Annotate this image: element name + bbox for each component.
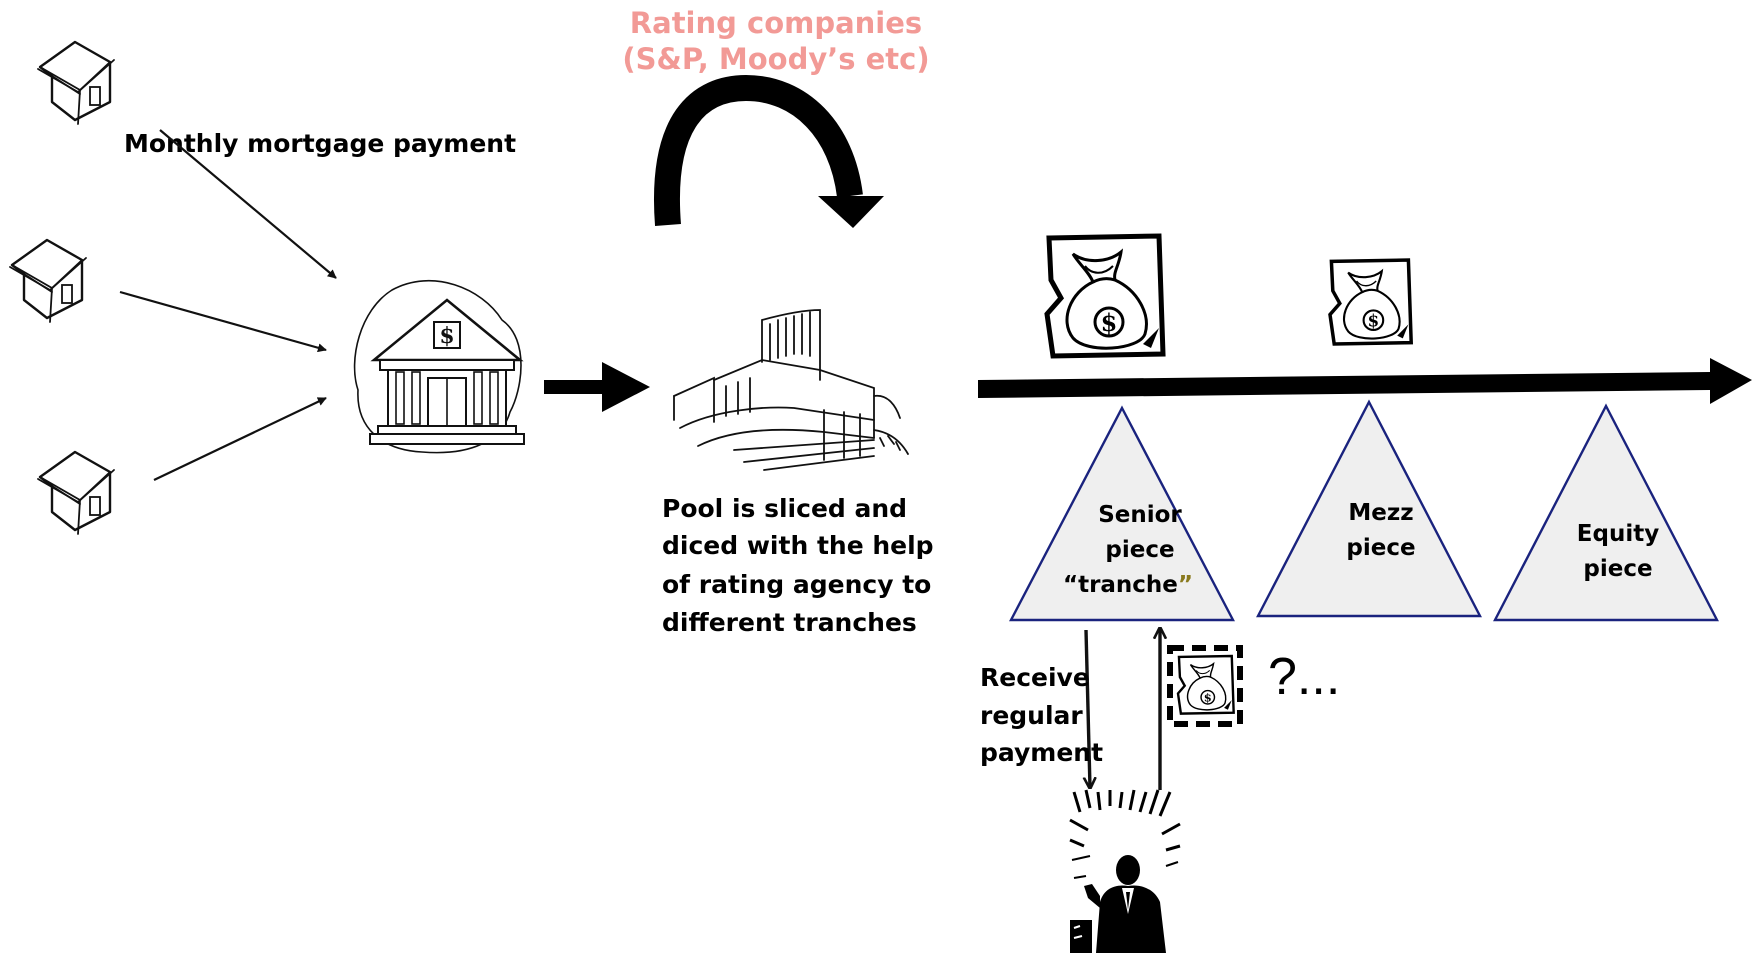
tranche-mezz: Mezz piece	[1256, 399, 1482, 618]
svg-text:piece: piece	[1346, 535, 1415, 561]
svg-text:of rating agency to: of rating agency to	[662, 570, 931, 599]
svg-text:payment: payment	[980, 738, 1103, 767]
svg-text:Senior: Senior	[1098, 502, 1182, 528]
pool-description: Pool is sliced and diced with the help o…	[662, 494, 934, 637]
investor-photo	[1069, 789, 1181, 953]
svg-text:Pool is sliced and: Pool is sliced and	[662, 494, 907, 523]
house-to-bank-arrow	[119, 290, 327, 353]
house-icon	[8, 238, 88, 324]
question-text: ?...	[1268, 648, 1340, 706]
rating-title-line: (S&P, Moody’s etc)	[622, 42, 929, 76]
timeline-arrow	[978, 358, 1752, 404]
svg-text:regular: regular	[980, 701, 1083, 730]
money-bag-icon	[1328, 258, 1413, 346]
rating-curved-arrowhead	[818, 196, 884, 228]
money-bag-icon	[1047, 236, 1163, 356]
svg-text:diced with the help: diced with the help	[662, 531, 934, 560]
svg-text:Mezz: Mezz	[1348, 500, 1413, 526]
house-to-bank-arrow	[153, 397, 327, 481]
rating-curved-arrow	[654, 74, 863, 226]
svg-text:Equity: Equity	[1577, 521, 1659, 547]
building-icon	[673, 309, 909, 471]
receive-payment-label: Receive regular payment	[980, 663, 1103, 767]
invested-money-icon	[1167, 645, 1243, 727]
svg-text:different tranches: different tranches	[662, 608, 917, 637]
svg-text:“tranche”: “tranche”	[1063, 572, 1193, 598]
rating-companies-title: Rating companies(S&P, Moody’s etc)	[622, 6, 929, 76]
svg-text:piece: piece	[1105, 537, 1174, 563]
tranche-senior: Senior piece “tranche”	[1009, 405, 1235, 622]
svg-text:piece: piece	[1583, 556, 1652, 582]
bank-icon: $	[353, 280, 525, 454]
receive-payment-arrow	[1086, 629, 1090, 788]
bank-to-pool-arrow	[544, 362, 650, 412]
svg-text:$: $	[439, 323, 454, 349]
house-icon	[36, 450, 116, 536]
monthly-mortgage-label: Monthly mortgage payment	[124, 129, 516, 158]
house-icon	[36, 40, 116, 126]
rating-title-line: Rating companies	[630, 6, 922, 40]
svg-text:Receive: Receive	[980, 663, 1090, 692]
house-to-bank-arrow	[159, 129, 337, 279]
tranche-equity: Equity piece	[1493, 403, 1719, 622]
